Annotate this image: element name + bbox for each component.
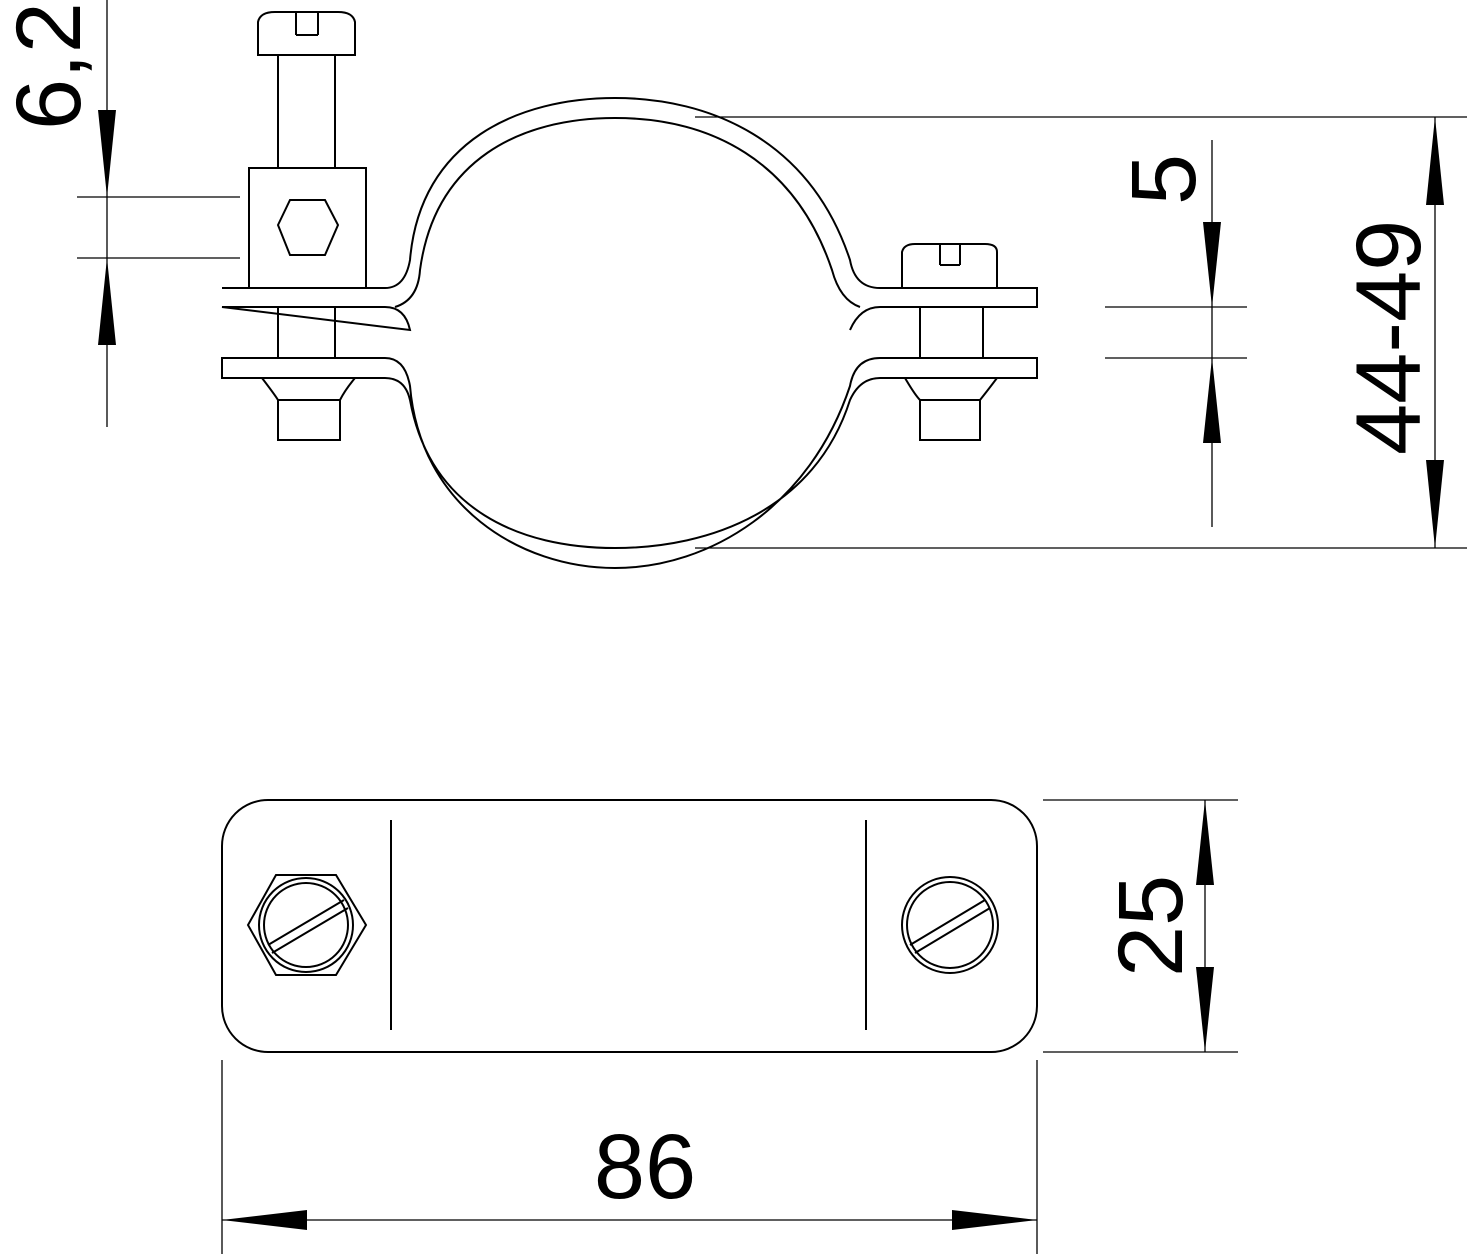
dimension-length: 86 (221, 1060, 1038, 1254)
dimension-label-width: 25 (1100, 875, 1202, 977)
dimension-label-length: 86 (594, 1116, 696, 1218)
clamp-top-view (221, 799, 1038, 1053)
dimension-pipe-diameter: 44-49 (695, 116, 1467, 549)
clamp-band-lower-outer (221, 357, 1038, 570)
dimension-width: 25 (1043, 799, 1238, 1053)
clamp-band-inner (394, 116, 861, 308)
right-screw (901, 243, 998, 441)
dimension-screw-gap: 6,2 (0, 0, 240, 427)
dimension-flange-gap: 5 (1105, 140, 1247, 527)
dimension-label-flange-gap: 5 (1113, 154, 1215, 205)
hex-screw-head (246, 874, 368, 976)
dimension-label-pipe-diameter: 44-49 (1338, 220, 1440, 455)
dimension-label-screw-gap: 6,2 (0, 2, 100, 130)
clamp-front-view (221, 11, 1038, 570)
left-screw (248, 11, 367, 441)
round-screw-head (901, 876, 999, 974)
clamp-band-outer (221, 96, 1038, 332)
